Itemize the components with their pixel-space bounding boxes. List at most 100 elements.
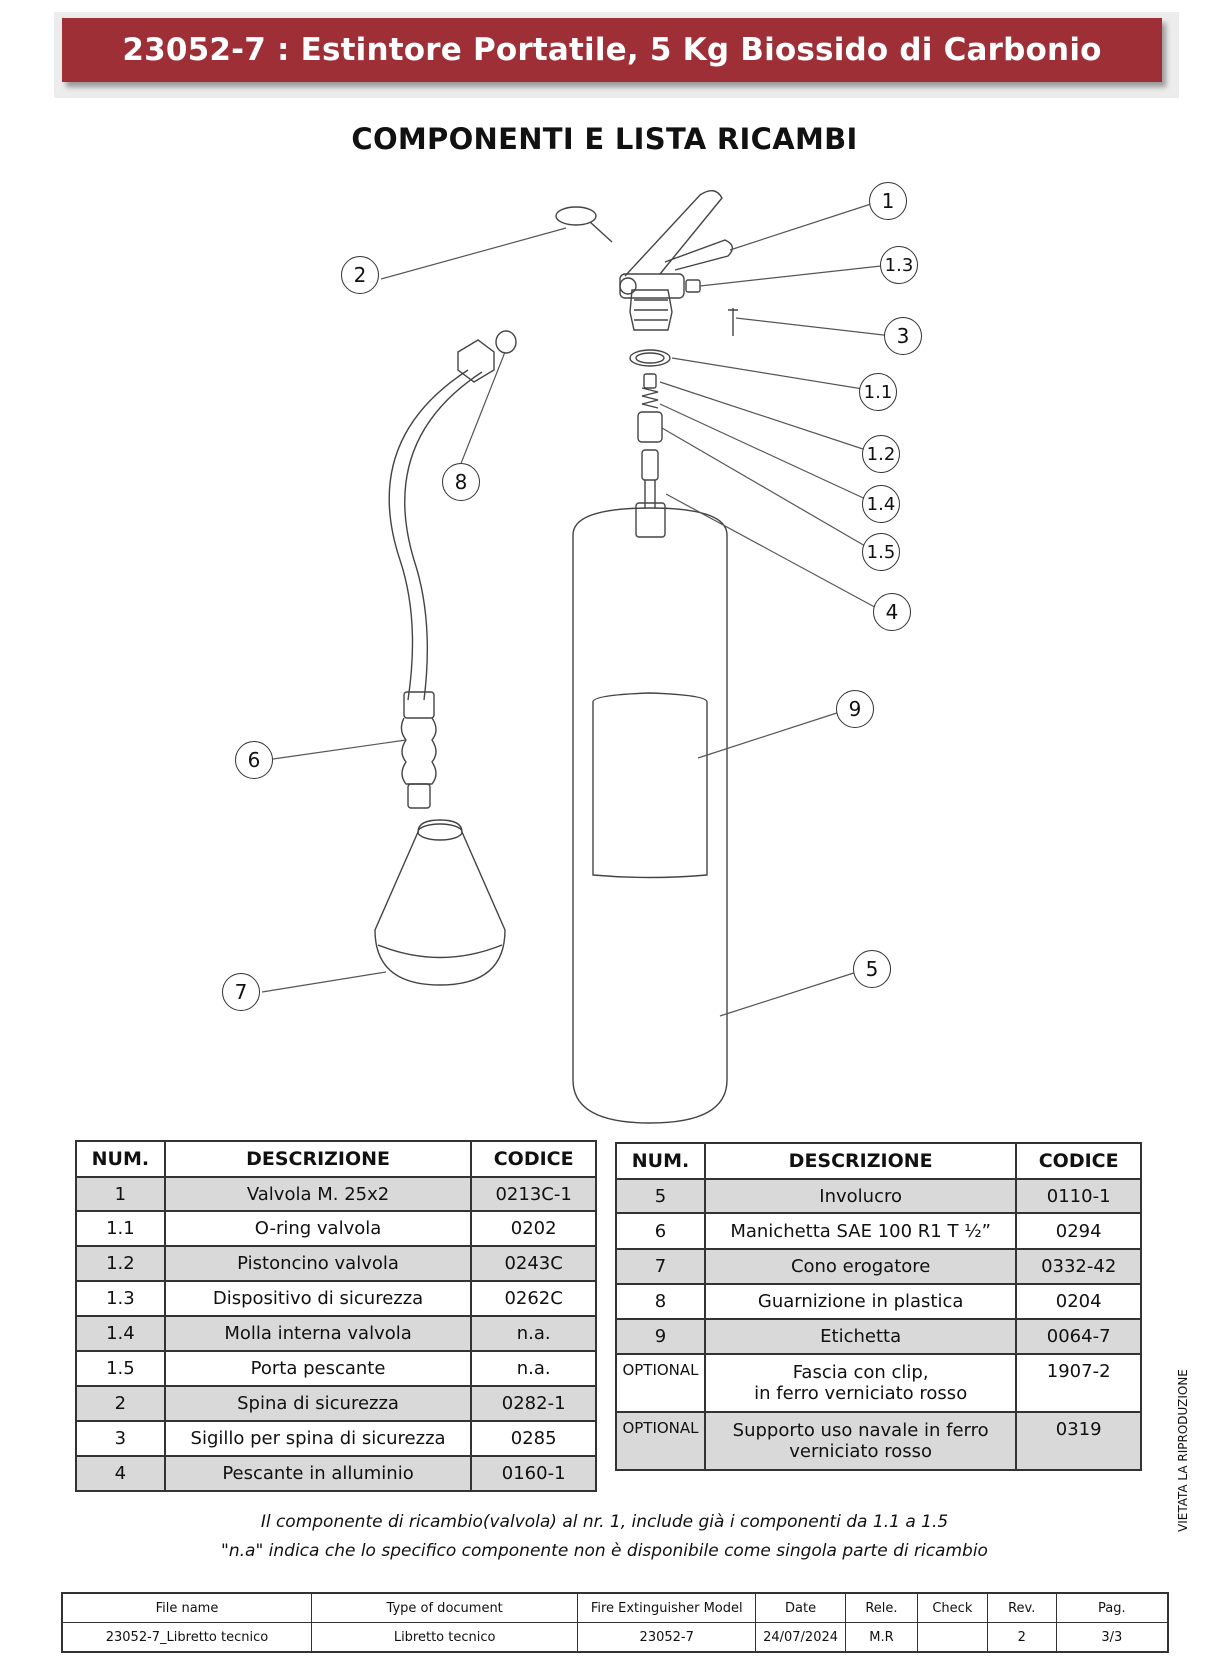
footer-value: 2 [986, 1622, 1057, 1653]
table-row: 1.5 Porta pescante n.a. [75, 1350, 597, 1387]
footer-header: Rele. [845, 1592, 918, 1623]
parts-table-right: NUM. DESCRIZIONE CODICE 5 Involucro 0110… [615, 1142, 1142, 1471]
part-code: n.a. [470, 1315, 597, 1352]
callout-1-1: 1.1 [859, 373, 897, 411]
part-num: 1.1 [75, 1210, 166, 1247]
part-num: 3 [75, 1420, 166, 1457]
part-description: Sigillo per spina di sicurezza [163, 1420, 473, 1457]
part-num: 6 [615, 1212, 706, 1250]
footer-header: File name [61, 1592, 312, 1623]
cylinder-body [572, 507, 728, 1124]
part-description: Molla interna valvola [163, 1315, 473, 1352]
part-description-line: Supporto uso navale in ferro [732, 1420, 989, 1441]
part-code: 0285 [470, 1420, 597, 1457]
table-row: 7 Cono erogatore 0332-42 [615, 1248, 1142, 1285]
footer-header: Check [916, 1592, 988, 1623]
part-description: Cono erogatore [703, 1248, 1018, 1285]
hose-nut [457, 339, 495, 383]
part-description: Spina di sicurezza [163, 1385, 473, 1422]
part-code: 0064-7 [1015, 1318, 1142, 1355]
side-copyright-text: VIETATA LA RIPRODUZIONE [1176, 1369, 1190, 1532]
callout-1-5: 1.5 [862, 533, 900, 571]
table-row: 8 Guarnizione in plastica 0204 [615, 1283, 1142, 1320]
part-num: 1.2 [75, 1245, 166, 1282]
part-code: 0213C-1 [470, 1176, 597, 1212]
footer-value: 24/07/2024 [755, 1622, 847, 1653]
part-description: Guarnizione in plastica [703, 1283, 1018, 1320]
part-code: 0294 [1015, 1212, 1142, 1250]
part-num: 1.3 [75, 1280, 166, 1317]
table-row: 6 Manichetta SAE 100 R1 T ½” 0294 [615, 1212, 1142, 1250]
part-description: Manichetta SAE 100 R1 T ½” [703, 1212, 1018, 1250]
hose-gasket [495, 330, 517, 354]
cylinder-label [592, 692, 708, 879]
footer-value: Libretto tecnico [310, 1622, 579, 1653]
valve-handle [624, 190, 723, 277]
part-code: 0202 [470, 1210, 597, 1247]
table-row: 9 Etichetta 0064-7 [615, 1318, 1142, 1355]
callout-2: 2 [341, 256, 379, 294]
column-header: DESCRIZIONE [163, 1140, 473, 1178]
callout-4: 4 [873, 593, 911, 631]
hose [388, 369, 483, 701]
callout-1-3: 1.3 [880, 246, 918, 284]
safety-device [685, 279, 701, 293]
part-description: O-ring valvola [163, 1210, 473, 1247]
footer-value: M.R [845, 1622, 918, 1653]
part-num: OPTIONAL [615, 1411, 706, 1471]
footer-header: Date [755, 1592, 847, 1623]
table-row: 3 Sigillo per spina di sicurezza 0285 [75, 1420, 597, 1457]
part-description-line: Fascia con clip, [792, 1362, 929, 1383]
part-code: 0243C [470, 1245, 597, 1282]
footer-header: Fire Extinguisher Model [577, 1592, 757, 1623]
footer-header: Type of document [310, 1592, 579, 1623]
part-description: Dispositivo di sicurezza [163, 1280, 473, 1317]
part-code: 0110-1 [1015, 1178, 1142, 1214]
column-header: NUM. [615, 1142, 706, 1180]
leader-lines [261, 202, 893, 1017]
part-code: 0204 [1015, 1283, 1142, 1320]
column-header: DESCRIZIONE [703, 1142, 1018, 1180]
part-code: 1907-2 [1015, 1353, 1142, 1413]
dip-tube-top [641, 449, 659, 481]
footer-value: 3/3 [1055, 1622, 1169, 1653]
part-num: OPTIONAL [615, 1353, 706, 1413]
part-code: 0319 [1015, 1411, 1142, 1471]
part-description: Porta pescante [163, 1350, 473, 1387]
part-description: Pescante in alluminio [163, 1455, 473, 1492]
table-row: 1.4 Molla interna valvola n.a. [75, 1315, 597, 1352]
callout-1-2: 1.2 [862, 435, 900, 473]
pin-seal [728, 308, 738, 336]
table-row: 2 Spina di sicurezza 0282-1 [75, 1385, 597, 1422]
footer-value-row: 23052-7_Libretto tecnico Libretto tecnic… [61, 1622, 1169, 1653]
discharge-horn [374, 819, 506, 986]
part-code: 0282-1 [470, 1385, 597, 1422]
part-description-line: in ferro verniciato rosso [754, 1383, 968, 1404]
part-description: Valvola M. 25x2 [163, 1176, 473, 1212]
column-header: NUM. [75, 1140, 166, 1178]
part-num: 1.5 [75, 1350, 166, 1387]
title-banner: 23052-7 : Estintore Portatile, 5 Kg Bios… [62, 18, 1162, 82]
footer-value: 23052-7_Libretto tecnico [61, 1622, 312, 1653]
note-na: "n.a" indica che lo specifico componente… [221, 1541, 988, 1561]
part-description: Involucro [703, 1178, 1018, 1214]
part-num: 1.4 [75, 1315, 166, 1352]
part-num: 9 [615, 1318, 706, 1355]
hose-fitting [403, 691, 435, 719]
footer-header: Rev. [986, 1592, 1057, 1623]
part-code: 0332-42 [1015, 1248, 1142, 1285]
footer-header: Pag. [1055, 1592, 1169, 1623]
page-title: 23052-7 : Estintore Portatile, 5 Kg Bios… [122, 32, 1102, 68]
footer-value: 23052-7 [577, 1622, 757, 1653]
part-code: n.a. [470, 1350, 597, 1387]
table-row: OPTIONAL Fascia con clip, in ferro verni… [615, 1353, 1142, 1413]
footer-value [916, 1622, 988, 1653]
table-row: 4 Pescante in alluminio 0160-1 [75, 1455, 597, 1492]
note-valve: Il componente di ricambio(valvola) al nr… [260, 1512, 949, 1532]
table-row: 5 Involucro 0110-1 [615, 1178, 1142, 1214]
part-code: 0160-1 [470, 1455, 597, 1492]
table-row: 1.3 Dispositivo di sicurezza 0262C [75, 1280, 597, 1317]
callout-1-4: 1.4 [862, 485, 900, 523]
part-num: 5 [615, 1178, 706, 1214]
callout-1: 1 [869, 182, 907, 220]
